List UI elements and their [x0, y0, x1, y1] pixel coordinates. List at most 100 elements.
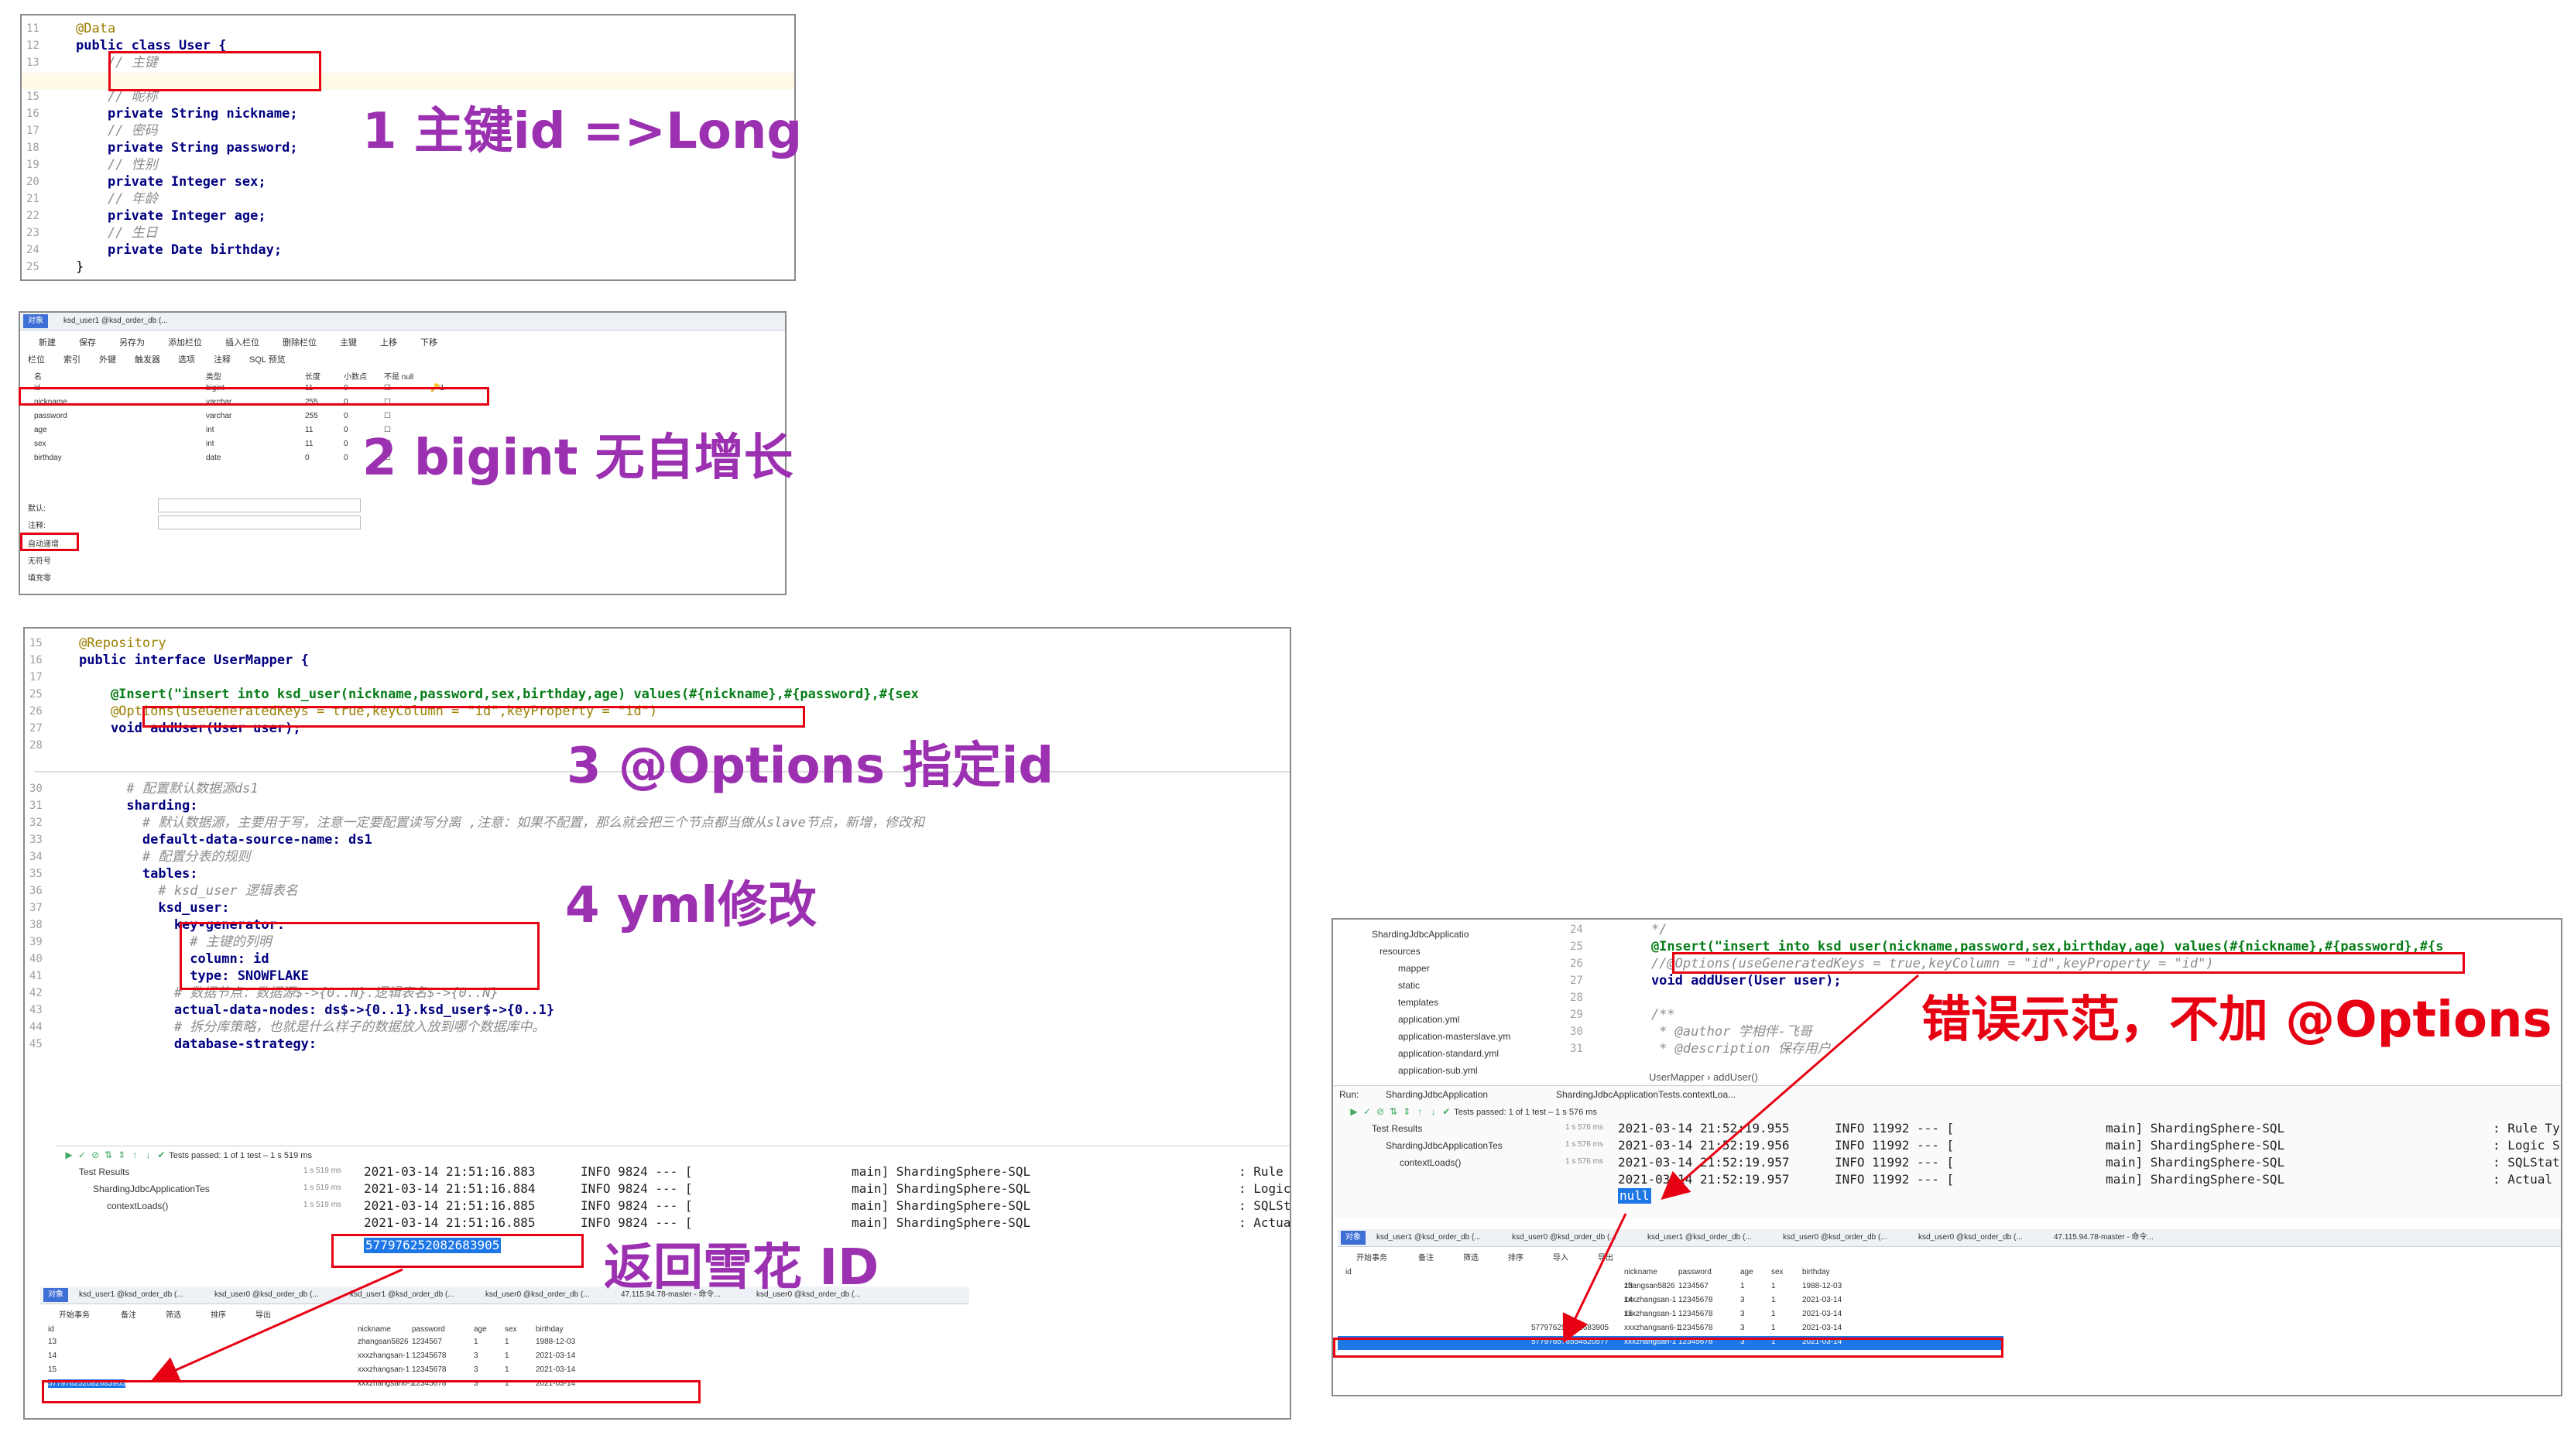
down-icon[interactable]: ↓ — [1431, 1106, 1436, 1117]
db-cell[interactable]: 12345678 — [1678, 1324, 1713, 1332]
db-toolbar-button[interactable]: 导入 — [1553, 1254, 1568, 1262]
grid-cell[interactable]: nickname — [34, 398, 67, 406]
db-cell[interactable]: 1234567 — [1678, 1282, 1709, 1290]
db-cell[interactable]: 2021-03-14 — [536, 1379, 576, 1388]
up-icon[interactable]: ↑ — [1417, 1106, 1423, 1117]
db-cell[interactable]: 3 — [1740, 1338, 1745, 1346]
db-tab[interactable]: 对象 — [1341, 1231, 1366, 1245]
db-cell[interactable]: 12345678 — [1678, 1310, 1713, 1318]
toolbar-button[interactable]: 下移 — [420, 338, 437, 348]
stop-icon[interactable]: ⊘ — [91, 1149, 100, 1160]
db-tab[interactable]: ksd_user1 @ksd_order_db (... — [79, 1290, 183, 1299]
grid-cell[interactable]: varchar — [206, 398, 232, 406]
sort-icon[interactable]: ⇅ — [1390, 1106, 1398, 1117]
grid-cell[interactable]: 11 — [305, 426, 314, 434]
db-cell[interactable]: 2021-03-14 — [1802, 1296, 1842, 1304]
checkbox[interactable]: 无符号 — [28, 557, 51, 566]
db-cell[interactable]: 1 — [1771, 1310, 1776, 1318]
db-cell[interactable]: 3 — [474, 1352, 478, 1360]
grid-cell[interactable]: 255 — [305, 412, 318, 420]
check-icon[interactable]: ✓ — [1363, 1106, 1372, 1117]
toolbar-button[interactable]: 上移 — [380, 338, 397, 348]
db-cell[interactable]: 2021-03-14 — [1802, 1310, 1842, 1318]
grid-cell[interactable]: ☐ — [384, 426, 391, 434]
up-icon[interactable]: ↑ — [132, 1149, 138, 1160]
down-icon[interactable]: ↓ — [146, 1149, 151, 1160]
db-tab[interactable]: 对象 — [43, 1288, 68, 1302]
tree-node[interactable]: application-masterslave.ym — [1398, 1031, 1511, 1042]
subtab[interactable]: 选项 — [178, 355, 195, 365]
db-tab[interactable]: ksd_user0 @ksd_order_db (... — [1512, 1233, 1616, 1242]
sort-icon[interactable]: ⇅ — [105, 1149, 113, 1160]
db-cell[interactable]: xxxzhangsan-1 — [358, 1352, 410, 1360]
db-cell[interactable]: 12345678 — [1678, 1338, 1713, 1346]
run-icon[interactable]: ▶ — [65, 1149, 73, 1160]
db-cell[interactable]: 12345678 — [412, 1352, 447, 1360]
db-cell[interactable]: xxxzhangsan6-1 — [1624, 1324, 1681, 1332]
db-cell[interactable]: 1 — [505, 1379, 509, 1388]
db-cell[interactable]: 12345678 — [412, 1365, 447, 1374]
grid-cell[interactable]: 0 — [344, 440, 348, 448]
run-tab[interactable]: ShardingJdbcApplication — [1386, 1089, 1489, 1100]
grid-cell[interactable]: 0 — [344, 412, 348, 420]
tab-objects[interactable]: 对象 — [23, 314, 48, 328]
db-tab[interactable]: ksd_user0 @ksd_order_db (... — [485, 1290, 590, 1299]
db-cell[interactable]: 1 — [505, 1352, 509, 1360]
test-node[interactable]: ShardingJdbcApplicationTes — [1386, 1140, 1503, 1151]
db-tab[interactable]: ksd_user0 @ksd_order_db (... — [1918, 1233, 2023, 1242]
db-tab[interactable]: 47.115.94.78-master - 命令... — [621, 1290, 721, 1299]
toolbar-button[interactable]: 删除栏位 — [283, 338, 317, 348]
db-toolbar-button[interactable]: 开始事务 — [59, 1311, 90, 1320]
db-cell[interactable]: 1988-12-03 — [536, 1338, 576, 1346]
tree-node[interactable]: application-sub.yml — [1398, 1065, 1478, 1076]
toolbar-button[interactable]: 保存 — [79, 338, 96, 348]
expand-icon[interactable]: ⇕ — [1403, 1106, 1411, 1117]
db-toolbar-button[interactable]: 排序 — [1508, 1254, 1523, 1262]
grid-cell[interactable]: 0 — [344, 426, 348, 434]
db-cell[interactable]: 1 — [1771, 1296, 1776, 1304]
grid-cell[interactable]: ☐ — [384, 454, 391, 462]
checkbox[interactable]: 自动递增 — [28, 540, 59, 549]
checkbox[interactable]: 填充零 — [28, 574, 51, 583]
db-cell[interactable]: xxxzhangsan-1 — [1624, 1338, 1677, 1346]
db-cell[interactable]: xxxzhangsan-1 — [358, 1365, 410, 1374]
db-toolbar-button[interactable]: 排序 — [211, 1311, 226, 1320]
db-tab[interactable]: ksd_user0 @ksd_order_db (... — [756, 1290, 861, 1299]
run-tab[interactable]: ShardingJdbcApplicationTests.contextLoa.… — [1556, 1089, 1736, 1100]
run-tab[interactable]: Run: — [1339, 1089, 1359, 1100]
db-cell[interactable]: 3 — [1740, 1324, 1745, 1332]
grid-cell[interactable]: varchar — [206, 412, 232, 420]
tree-node[interactable]: templates — [1398, 997, 1439, 1008]
db-tab[interactable]: ksd_user1 @ksd_order_db (... — [1376, 1233, 1481, 1242]
grid-cell[interactable]: ☐ — [384, 440, 391, 448]
db-cell[interactable]: 577976252082683905 — [48, 1379, 126, 1388]
tree-node[interactable]: resources — [1380, 946, 1421, 957]
db-cell[interactable]: 1 — [474, 1338, 478, 1346]
subtab[interactable]: 栏位 — [28, 355, 45, 365]
expand-icon[interactable]: ⇕ — [118, 1149, 126, 1160]
db-cell[interactable]: 1234567 — [412, 1338, 442, 1346]
toolbar-button[interactable]: 另存为 — [119, 338, 145, 348]
grid-cell[interactable]: age — [34, 426, 47, 434]
returned-id[interactable]: 577976252082683905 — [364, 1238, 502, 1253]
test-node[interactable]: contextLoads() — [107, 1201, 169, 1211]
db-toolbar-button[interactable]: 筛选 — [166, 1311, 181, 1320]
tree-node[interactable]: application.yml — [1398, 1014, 1460, 1025]
toolbar-button[interactable]: 插入栏位 — [225, 338, 259, 348]
db-toolbar-button[interactable]: 开始事务 — [1356, 1254, 1387, 1262]
db-tab[interactable]: ksd_user0 @ksd_order_db (... — [214, 1290, 319, 1299]
toolbar-button[interactable]: 主键 — [340, 338, 357, 348]
grid-cell[interactable]: 0 — [305, 454, 310, 462]
db-cell[interactable]: 1 — [1771, 1338, 1776, 1346]
grid-cell[interactable]: 0 — [344, 454, 348, 462]
grid-cell[interactable]: birthday — [34, 454, 62, 462]
db-toolbar-button[interactable]: 筛选 — [1463, 1254, 1479, 1262]
db-cell[interactable]: 3 — [1740, 1296, 1745, 1304]
db-toolbar-button[interactable]: 备注 — [1418, 1254, 1434, 1262]
subtab[interactable]: 索引 — [63, 355, 81, 365]
tree-node[interactable]: mapper — [1398, 963, 1430, 974]
subtab[interactable]: 注释 — [214, 355, 231, 365]
field-input[interactable] — [158, 516, 361, 529]
db-cell[interactable]: xxxzhangsan6-1 — [358, 1379, 414, 1388]
subtab[interactable]: SQL 预览 — [249, 355, 286, 365]
